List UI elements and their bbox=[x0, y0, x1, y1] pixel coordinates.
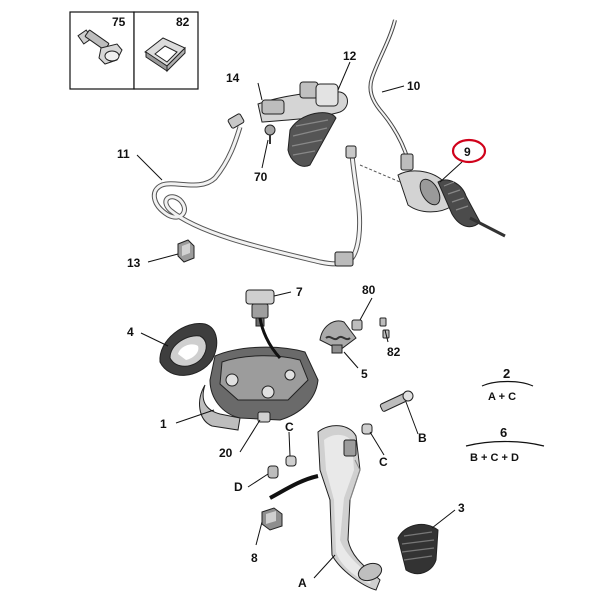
pipe-fitting-left bbox=[227, 113, 245, 129]
callout-7: 7 bbox=[296, 285, 303, 299]
callout-10: 10 bbox=[407, 79, 421, 93]
callout-3: 3 bbox=[458, 501, 465, 515]
legend-2-text: A + C bbox=[488, 391, 516, 403]
hydraulic-pipe bbox=[151, 113, 363, 267]
inset-box-82: 82 bbox=[133, 11, 199, 90]
callout-82: 82 bbox=[387, 345, 401, 359]
bushing-D bbox=[267, 465, 279, 479]
callout-20: 20 bbox=[219, 446, 233, 460]
pedal-bracket bbox=[199, 317, 319, 431]
pedal-pin-B bbox=[379, 390, 414, 412]
clutch-slave-cylinder bbox=[359, 164, 506, 238]
legend-2: 2 A + C bbox=[481, 366, 534, 403]
pipe-clip-13 bbox=[177, 239, 195, 263]
callout-11: 11 bbox=[117, 147, 130, 161]
callout-C-left: C bbox=[285, 420, 294, 434]
callout-labels: 14 12 10 11 70 13 9 7 4 80 82 5 1 20 C C… bbox=[117, 49, 471, 590]
callout-D: D bbox=[234, 480, 243, 494]
legend-6: 6 B + C + D bbox=[465, 425, 545, 464]
callout-9: 9 bbox=[464, 145, 471, 159]
highlight-circle-9 bbox=[451, 138, 487, 164]
bolt-icon bbox=[77, 29, 123, 65]
bushing-C-left bbox=[285, 455, 297, 467]
clutch-master-cylinder bbox=[257, 81, 348, 167]
legend-2-number: 2 bbox=[503, 366, 510, 381]
inset-label-75: 75 bbox=[112, 15, 126, 29]
callout-80: 80 bbox=[362, 283, 376, 297]
callout-4: 4 bbox=[127, 325, 134, 339]
callout-12: 12 bbox=[343, 49, 357, 63]
inset-box-75: 75 bbox=[69, 11, 135, 90]
callout-C-right: C bbox=[379, 455, 388, 469]
callout-14: 14 bbox=[226, 71, 240, 85]
callout-8: 8 bbox=[251, 551, 258, 565]
grommet-seal bbox=[159, 323, 218, 376]
nut-20 bbox=[257, 411, 271, 423]
callout-1: 1 bbox=[160, 417, 167, 431]
clip-nut-icon bbox=[144, 37, 186, 73]
leader-lines bbox=[136, 61, 463, 579]
callout-70: 70 bbox=[254, 170, 268, 184]
legend-6-text: B + C + D bbox=[470, 452, 519, 464]
callout-5: 5 bbox=[361, 367, 368, 381]
callout-A: A bbox=[298, 576, 307, 590]
screw-80 bbox=[351, 319, 363, 331]
master-cylinder-boot bbox=[287, 112, 337, 167]
clutch-cable bbox=[368, 19, 414, 171]
pipe-fitting bbox=[345, 145, 357, 159]
pedal-arm bbox=[267, 390, 414, 591]
inset-label-82: 82 bbox=[176, 15, 190, 29]
bushing-C-right bbox=[361, 423, 373, 435]
callout-13: 13 bbox=[127, 256, 141, 270]
legend-6-number: 6 bbox=[500, 425, 507, 440]
clip-8 bbox=[261, 507, 283, 531]
screw-70-head bbox=[264, 124, 276, 136]
pedal-pad bbox=[397, 523, 439, 575]
pipe-clip bbox=[334, 251, 354, 267]
spring-5 bbox=[319, 317, 390, 354]
callout-B: B bbox=[418, 431, 427, 445]
